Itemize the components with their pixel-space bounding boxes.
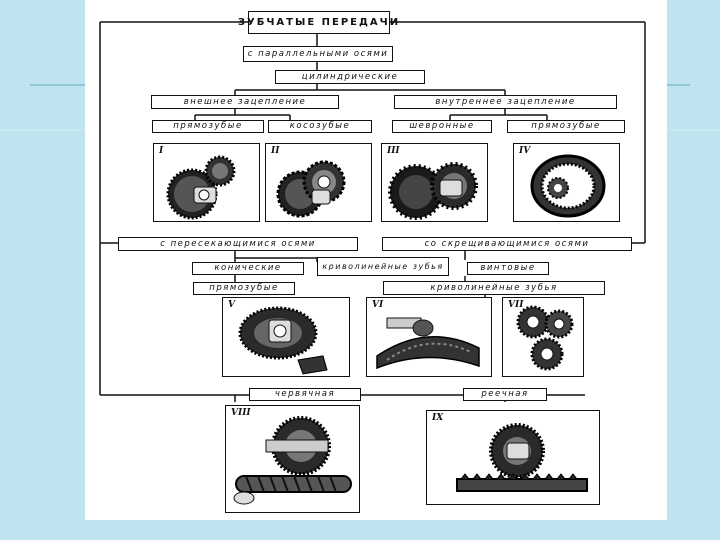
worm-gear-icon [226, 406, 360, 513]
rack-box: реечная [463, 388, 547, 401]
figure-panel-6: VI [366, 297, 492, 377]
crossing-axes-box: со скрещивающимися осями [382, 237, 632, 251]
spiral-bevel-gear-icon [367, 298, 492, 377]
figure-panel-8: VIII [225, 405, 360, 513]
spur-external-box: прямозубые [152, 120, 264, 133]
diagram-sheet: ЗУБЧАТЫЕ ПЕРЕДАЧИ с параллельными осями … [85, 0, 667, 520]
figure-panel-1: I [153, 143, 260, 222]
figure-panel-7: VII [502, 297, 584, 377]
spur-gear-pair-icon [154, 144, 260, 222]
straight-bevel-box: прямозубые [193, 282, 295, 295]
figure-panel-3: III [381, 143, 488, 222]
title-box: ЗУБЧАТЫЕ ПЕРЕДАЧИ [248, 11, 390, 34]
herringbone-gear-pair-icon [382, 144, 488, 222]
curved-teeth-box: криволинейные зубья [383, 281, 605, 295]
parallel-axes-box: с параллельными осями [243, 46, 393, 62]
figure-panel-9: IX [426, 410, 600, 505]
figure-panel-4: IV [513, 143, 620, 222]
helical-gear-pair-icon [266, 144, 372, 222]
figure-panel-2: II [265, 143, 372, 222]
internal-mesh-box: внутреннее зацепление [394, 95, 617, 109]
cylindrical-box: цилиндрические [275, 70, 425, 84]
herringbone-box: шевронные [392, 120, 492, 133]
intersecting-axes-box: с пересекающимися осями [118, 237, 358, 251]
internal-gear-icon [514, 144, 620, 222]
straight-bevel-gear-icon [223, 298, 350, 377]
bevel-box: конические [192, 262, 304, 275]
screw-box: винтовые [467, 262, 549, 275]
external-mesh-box: внешнее зацепление [151, 95, 339, 109]
worm-box: червячная [249, 388, 361, 401]
spur-internal-box: прямозубые [507, 120, 625, 133]
figure-panel-5: V [222, 297, 350, 377]
screw-gear-pair-icon [503, 298, 584, 377]
curved-teeth-center-box: криволинейные зубья [317, 257, 449, 276]
helical-box: косозубые [268, 120, 372, 133]
rack-and-pinion-icon [427, 411, 600, 505]
